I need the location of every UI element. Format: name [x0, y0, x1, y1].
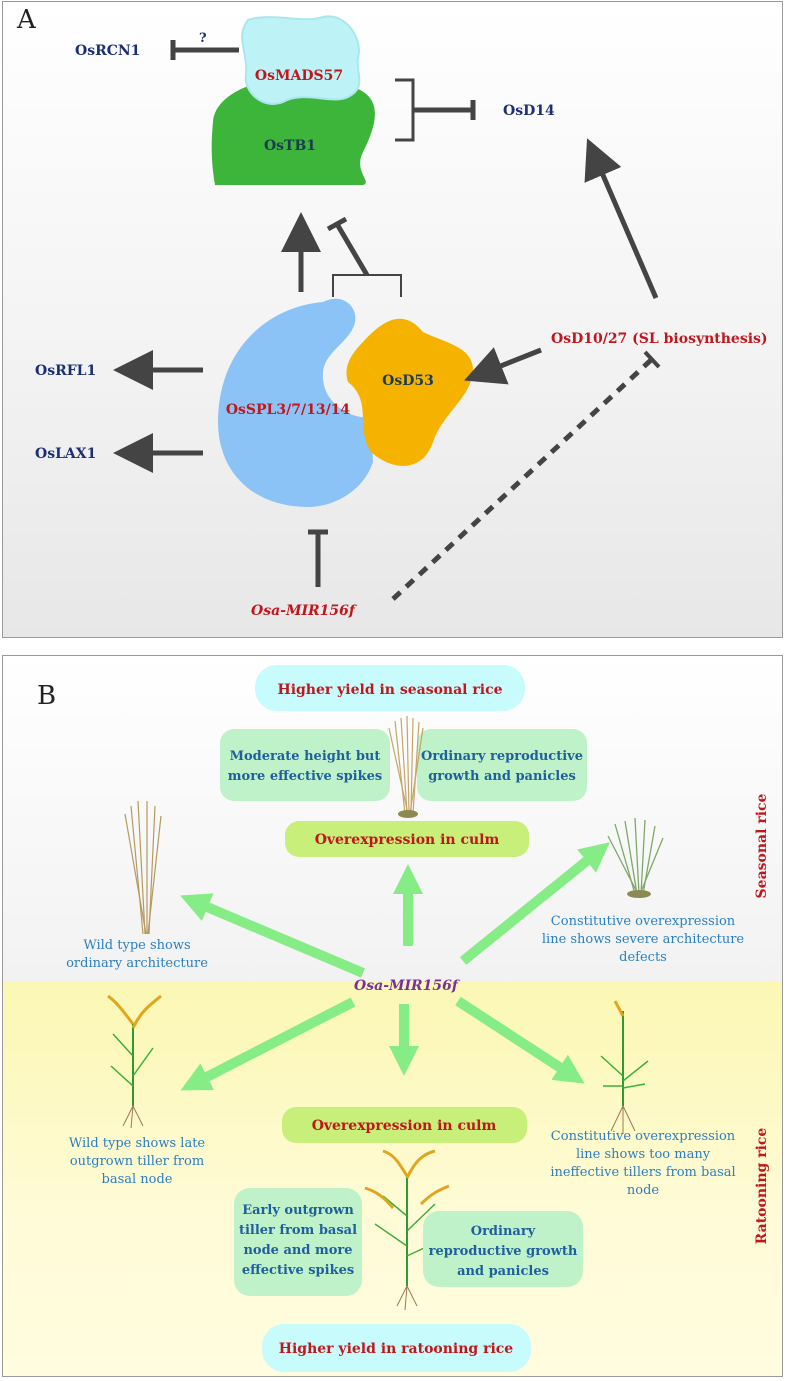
ordinary-top-line2: growth and panicles	[428, 769, 576, 784]
rice-plant-bottom-center	[364, 1149, 450, 1311]
ordinary-top-line1: Ordinary reproductive	[421, 749, 583, 764]
const-top-line3: defects	[619, 950, 667, 965]
panel-a-letter: A	[16, 5, 37, 35]
panel-b-diagram: B Higher yield in seasonal rice Moderate…	[37, 665, 770, 1372]
arrow-to-wild-top	[180, 893, 365, 978]
early-line4: effective spikes	[242, 1263, 354, 1278]
moderate-line1: Moderate height but	[230, 749, 381, 764]
rice-plant-constitutive-top	[607, 817, 664, 898]
osd53-shape	[346, 318, 473, 466]
overexpression-bottom: Overexpression in culm	[312, 1118, 497, 1134]
wild-top-line1: Wild type shows	[83, 938, 190, 953]
panel-a-diagram: A OsMADS57 OsTB1 OsRCN1 ? OsD14 OsSPL3/7…	[16, 5, 768, 619]
osd14-label: OsD14	[503, 103, 555, 119]
rice-plant-top-center	[388, 715, 424, 818]
rice-plant-wild-type-bottom	[107, 994, 162, 1129]
osd10-label: OsD10/27 (SL biosynthesis)	[551, 331, 768, 347]
osrfl1-label: OsRFL1	[35, 363, 96, 379]
early-line3: node and more	[243, 1243, 352, 1258]
oslax1-label: OsLAX1	[35, 446, 96, 462]
wild-top-line2: ordinary architecture	[66, 956, 208, 971]
early-outgrown-box	[234, 1188, 362, 1296]
osd14-bracket	[395, 78, 415, 142]
mir156-label-a: Osa-MIR156f	[251, 603, 358, 619]
early-line2: tiller from basal	[239, 1223, 357, 1238]
moderate-height-box	[220, 729, 390, 801]
ordinary-bottom-line1: Ordinary	[471, 1224, 536, 1239]
higher-yield-seasonal: Higher yield in seasonal rice	[277, 682, 502, 698]
wild-bottom-line3: basal node	[102, 1172, 173, 1187]
osd10-to-osd14-arrow	[584, 138, 659, 299]
moderate-line2: more effective spikes	[228, 769, 382, 784]
higher-yield-seasonal-box	[255, 665, 525, 711]
overexpression-bottom-box	[282, 1107, 527, 1143]
seasonal-rice-label: Seasonal rice	[754, 793, 770, 898]
ostb1-label: OsTB1	[264, 138, 316, 154]
higher-yield-ratooning-box	[262, 1324, 531, 1372]
mir156-label-b: Osa-MIR156f	[354, 978, 461, 994]
mir-to-osd10-dashed-inhibition	[391, 358, 653, 601]
rice-plant-wild-type-top	[124, 800, 162, 935]
early-line1: Early outgrown	[242, 1203, 354, 1218]
overexpression-top-box	[285, 821, 529, 857]
panel-a: A OsMADS57 OsTB1 OsRCN1 ? OsD14 OsSPL3/7…	[2, 1, 783, 638]
question-mark: ?	[199, 31, 207, 46]
const-bottom-line2: line shows too many	[576, 1147, 711, 1162]
d53-inhibition-bar	[326, 216, 348, 232]
arrow-to-constitutive-bottom	[455, 996, 585, 1084]
const-bottom-line1: Constitutive overexpression	[551, 1129, 736, 1144]
const-bottom-line3: ineffective tillers from basal	[550, 1165, 735, 1180]
arrow-to-constitutive-top	[459, 842, 610, 965]
panel-b-letter: B	[37, 681, 56, 711]
wild-bottom-line2: outgrown tiller from	[70, 1154, 204, 1169]
ordinary-top-box	[417, 729, 587, 801]
osmads57-label: OsMADS57	[255, 68, 343, 84]
ordinary-bottom-line2: reproductive growth	[429, 1244, 578, 1259]
const-bottom-line4: node	[627, 1183, 660, 1198]
ordinary-bottom-line3: and panicles	[457, 1264, 549, 1279]
ordinary-bottom-box	[423, 1211, 583, 1287]
higher-yield-ratooning: Higher yield in ratooning rice	[279, 1341, 514, 1357]
osrcn1-label: OsRCN1	[75, 43, 140, 59]
d53-inhibition-line	[334, 222, 370, 277]
rice-plant-constitutive-bottom	[600, 1000, 649, 1134]
osspl-shape	[218, 298, 373, 507]
osd53-label: OsD53	[382, 373, 434, 389]
mir-to-osd10-inhibition-bar	[643, 350, 661, 369]
ratooning-rice-label: Ratooning rice	[754, 1128, 770, 1245]
const-top-line1: Constitutive overexpression	[551, 914, 736, 929]
panel-b: B Higher yield in seasonal rice Moderate…	[2, 655, 783, 1377]
arrow-to-wild-bottom	[180, 997, 356, 1091]
ostb1-shape	[211, 76, 375, 185]
overexpression-top: Overexpression in culm	[315, 832, 500, 848]
spl-d53-bracket	[332, 274, 402, 297]
osmads57-shape	[241, 15, 361, 105]
const-top-line2: line shows severe architecture	[542, 932, 745, 947]
osspl-label: OsSPL3/7/13/14	[226, 402, 351, 418]
osd10-to-osd53-arrow	[464, 347, 542, 385]
wild-bottom-line1: Wild type shows late	[69, 1136, 206, 1151]
